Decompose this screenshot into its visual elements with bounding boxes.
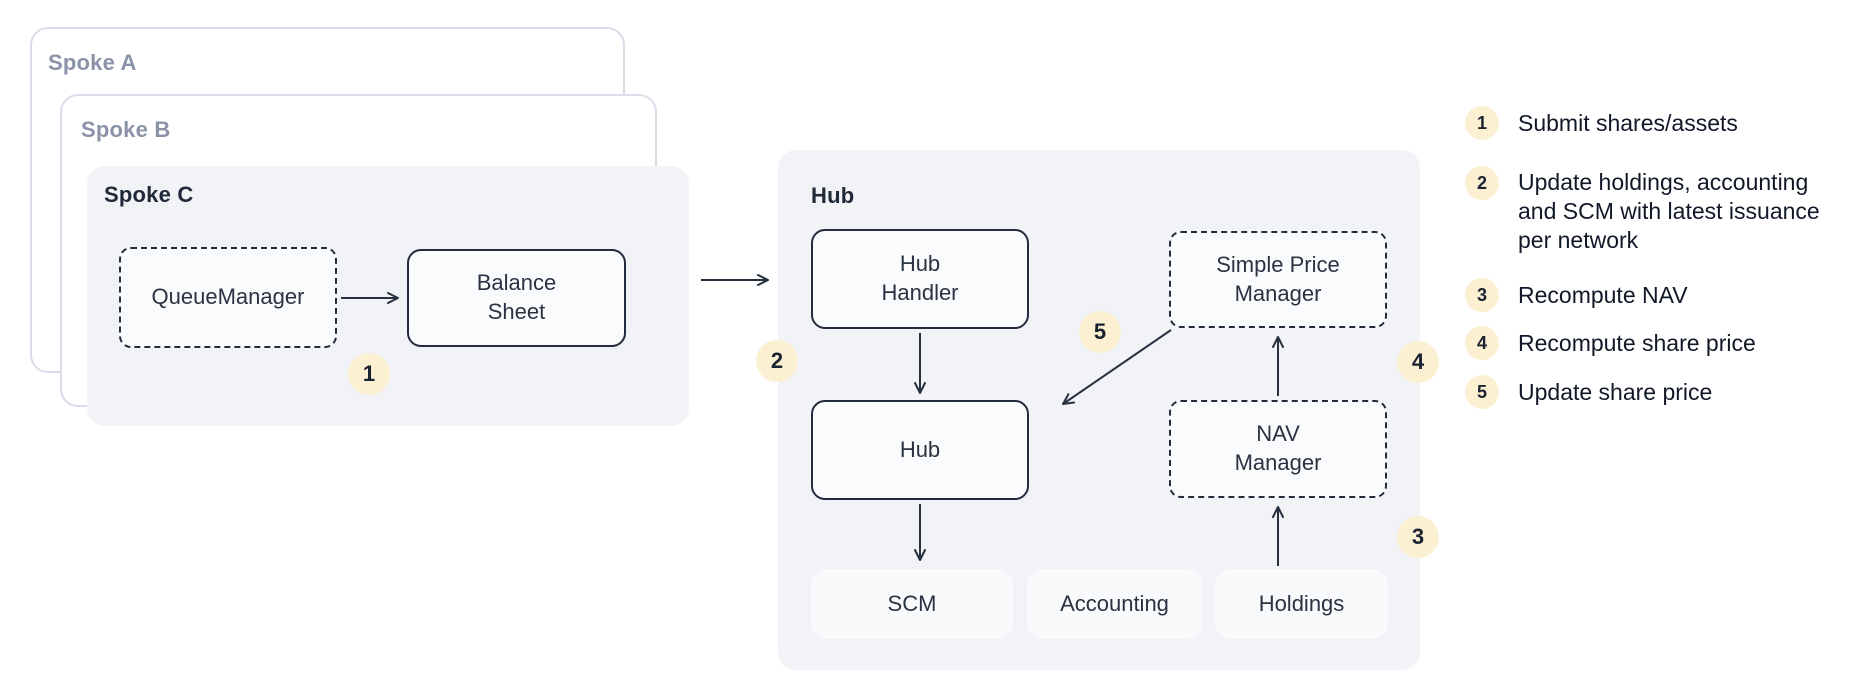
legend-item-4: Recompute share price xyxy=(1518,330,1756,356)
accounting-node: Accounting xyxy=(1027,569,1202,639)
queue-manager-label: QueueManager xyxy=(151,284,305,310)
step-badge-3: 3 xyxy=(1397,516,1439,558)
simple-price-manager-node: Simple Price Manager xyxy=(1169,231,1387,328)
hub-node: Hub xyxy=(811,400,1029,500)
step-badge-1: 1 xyxy=(348,353,390,395)
legend-badge-5: 5 xyxy=(1465,375,1499,409)
scm-node: SCM xyxy=(811,569,1013,639)
legend-item-3: Recompute NAV xyxy=(1518,282,1688,308)
hub-handler-label: Hub Handler xyxy=(881,251,959,305)
arrow-simplepricemanager-to-hub xyxy=(1062,329,1172,405)
legend-item-1: Submit shares/assets xyxy=(1518,110,1738,136)
legend-item-2: Update holdings, accounting and SCM with… xyxy=(1518,169,1820,253)
hub-handler-node: Hub Handler xyxy=(811,229,1029,329)
legend-badge-3: 3 xyxy=(1465,278,1499,312)
spoke-c-label: Spoke C xyxy=(104,182,194,207)
legend-badge-2: 2 xyxy=(1465,166,1499,200)
step-badge-5: 5 xyxy=(1079,311,1121,353)
step-badge-4: 4 xyxy=(1397,341,1439,383)
hub-panel-label: Hub xyxy=(811,183,855,208)
holdings-node: Holdings xyxy=(1215,569,1388,639)
accounting-label: Accounting xyxy=(1060,590,1169,616)
scm-label: SCM xyxy=(887,590,937,616)
spoke-b-label: Spoke B xyxy=(81,117,171,142)
legend-badge-4: 4 xyxy=(1465,326,1499,360)
legend-badge-1: 1 xyxy=(1465,106,1499,140)
spoke-a-label: Spoke A xyxy=(48,50,137,75)
nav-manager-label: NAV Manager xyxy=(1234,421,1322,475)
simple-price-manager-label: Simple Price Manager xyxy=(1216,251,1340,306)
legend-item-5: Update share price xyxy=(1518,379,1713,405)
holdings-label: Holdings xyxy=(1258,590,1345,616)
hub-node-label: Hub xyxy=(899,436,941,462)
queue-manager-node: QueueManager xyxy=(119,247,337,348)
balance-sheet-node: Balance Sheet xyxy=(407,249,626,347)
step-badge-2: 2 xyxy=(756,340,798,382)
nav-manager-node: NAV Manager xyxy=(1169,400,1387,498)
balance-sheet-label: Balance Sheet xyxy=(476,270,557,324)
